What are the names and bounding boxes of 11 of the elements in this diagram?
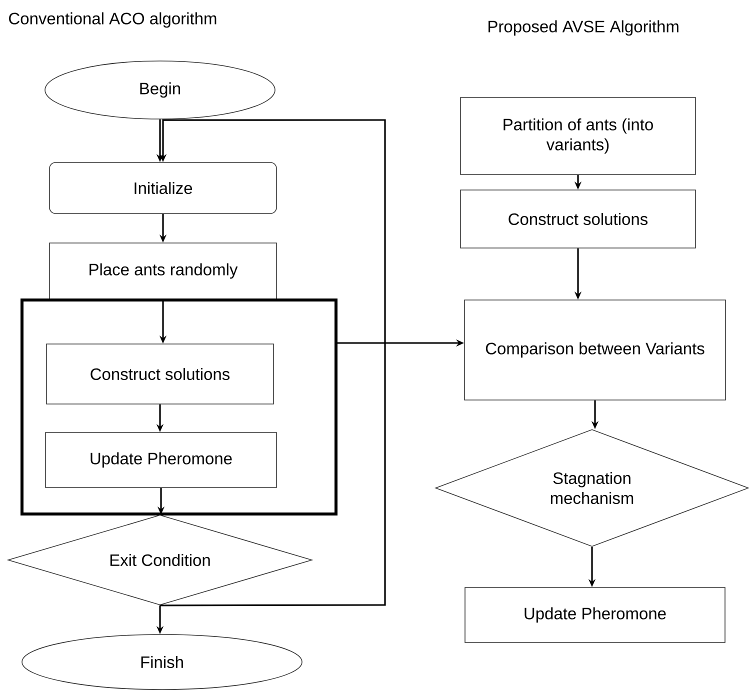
panel-title: Proposed AVSE Algorithm	[488, 20, 678, 36]
process-box: Update Pheromone	[464, 587, 726, 643]
panel-title: Conventional ACO algorithm	[9, 12, 216, 28]
group-frame	[20, 298, 338, 516]
process-box: Update Pheromone	[45, 432, 277, 488]
process-box: Construct solutions	[46, 344, 274, 404]
process-box: Partition of ants (into variants)	[460, 97, 696, 175]
process-box: Initialize	[49, 162, 277, 214]
process-box: Construct solutions	[460, 190, 696, 248]
process-box: Place ants randomly	[49, 242, 277, 300]
process-box: Comparison between Variants	[464, 300, 726, 400]
